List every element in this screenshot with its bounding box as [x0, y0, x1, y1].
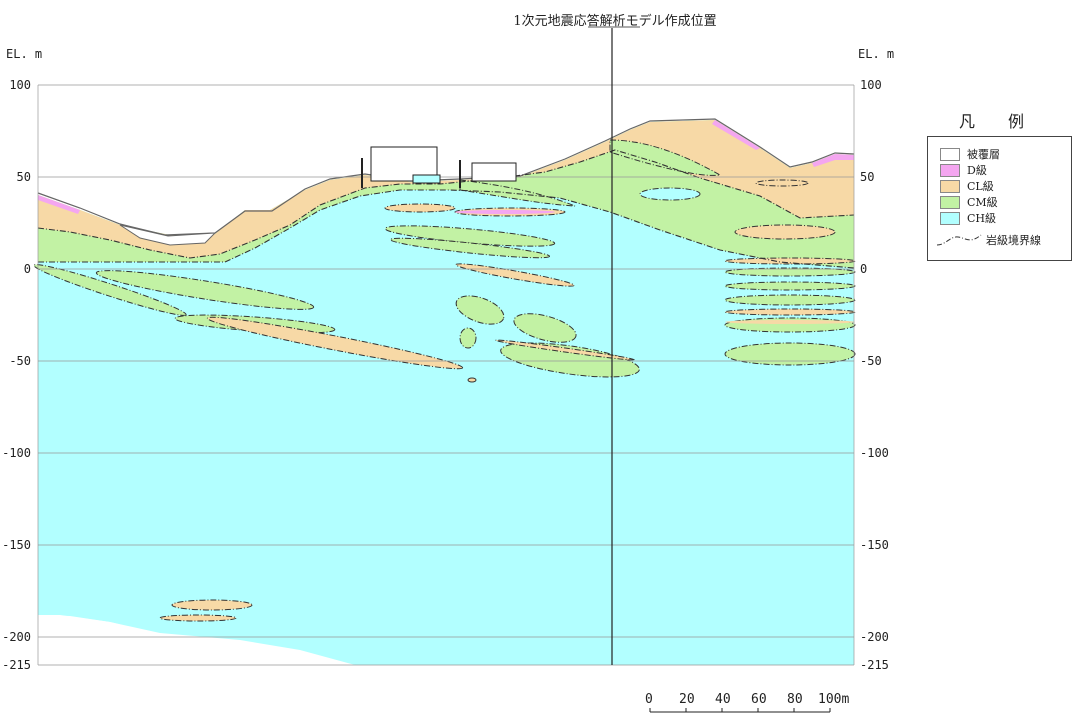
y-tick-right: -50 [860, 354, 882, 368]
legend-item-cl: CL級 [940, 179, 994, 193]
cm-lens [500, 342, 640, 378]
scale-bar [649, 708, 831, 713]
cl-lens [159, 614, 237, 622]
y-axis-unit-left: EL. m [6, 47, 43, 61]
y-tick-left: 100 [9, 78, 31, 92]
y-tick-left: -150 [2, 538, 31, 552]
d-zone-strip [712, 120, 760, 150]
y-tick-left: -215 [2, 658, 31, 672]
cl-lens [455, 263, 575, 287]
lower-left-unfilled [38, 615, 355, 665]
boundary-line-icon [936, 234, 982, 246]
legend-item-cover: 被覆層 [940, 147, 1000, 161]
y-tick-left: -200 [2, 630, 31, 644]
legend-item-d: D級 [940, 163, 987, 177]
cm-lens [724, 294, 856, 306]
scale-label: 40 [715, 692, 731, 707]
cl-lens [724, 308, 856, 316]
cl-lens [755, 179, 809, 187]
cl-lens [734, 224, 836, 240]
cl-lens [206, 316, 464, 370]
ch-lens [639, 187, 701, 201]
y-axis-unit-right: EL. m [858, 47, 895, 61]
foundation-ch [412, 174, 441, 184]
y-tick-left: -50 [9, 354, 31, 368]
scale-label: 60 [751, 692, 767, 707]
y-tick-right: -100 [860, 446, 889, 460]
ch-zone [38, 120, 854, 665]
legend-label: CH級 [967, 212, 997, 225]
elevation-gridlines [37, 84, 855, 666]
d-lens [455, 210, 555, 214]
rock-class-boundary [38, 189, 855, 269]
y-tick-right: 50 [860, 170, 875, 184]
y-tick-right: 100 [860, 78, 882, 92]
legend: 被覆層 D級 CL級 CM級 CH級 岩級境界線 [927, 136, 1072, 261]
y-tick-left: -100 [2, 446, 31, 460]
building-small [471, 162, 517, 182]
scale-label: 20 [679, 692, 695, 707]
cm-lens [455, 295, 505, 325]
legend-swatch [940, 195, 960, 209]
legend-item-cm: CM級 [940, 195, 998, 209]
cl-lens [495, 339, 635, 361]
y-tick-right: -150 [860, 538, 889, 552]
legend-label: 被覆層 [967, 148, 1000, 161]
structures [361, 146, 517, 188]
diagram-title: 1次元地震応答解析モデル作成位置 [513, 14, 717, 29]
y-tick-right: -215 [860, 658, 889, 672]
cl-lens [724, 257, 856, 265]
y-tick-left: 50 [16, 170, 31, 184]
legend-label: D級 [967, 164, 987, 177]
legend-label: CL級 [967, 180, 994, 193]
cm-lens [33, 264, 187, 316]
cm-lens [724, 342, 856, 366]
legend-label: CM級 [967, 196, 998, 209]
d-zone-strip [38, 195, 80, 214]
y-tick-right: -200 [860, 630, 889, 644]
cm-lens [389, 237, 551, 259]
cm-lens [459, 179, 576, 207]
legend-label: 岩級境界線 [986, 234, 1041, 247]
d-zone-strip [812, 154, 854, 167]
y-tick-left: 0 [23, 262, 31, 276]
legend-title: 凡 例 [958, 112, 1039, 131]
rock-class-boundary [37, 149, 855, 259]
scale-label: 100m [818, 692, 850, 707]
y-tick-right: 0 [860, 262, 868, 276]
legend-swatch [940, 179, 960, 193]
cl-lens [171, 599, 253, 611]
scale-label: 0 [645, 692, 653, 707]
cm-lens [724, 281, 856, 291]
cm-lens [609, 139, 722, 176]
cl-lens [467, 377, 477, 383]
cm-lens [724, 267, 856, 277]
legend-swatch [940, 163, 960, 177]
legend-item-ch: CH級 [940, 211, 996, 225]
legend-swatch [940, 147, 960, 161]
cm-lens [513, 313, 577, 343]
excavation-outline [119, 224, 217, 246]
cl-lens [384, 203, 456, 213]
scale-label: 80 [787, 692, 803, 707]
cm-lens [95, 270, 315, 310]
legend-item-boundary: 岩級境界線 [936, 233, 1041, 247]
cm-lens [459, 327, 477, 349]
cl-lens [725, 320, 855, 324]
legend-swatch [940, 211, 960, 225]
